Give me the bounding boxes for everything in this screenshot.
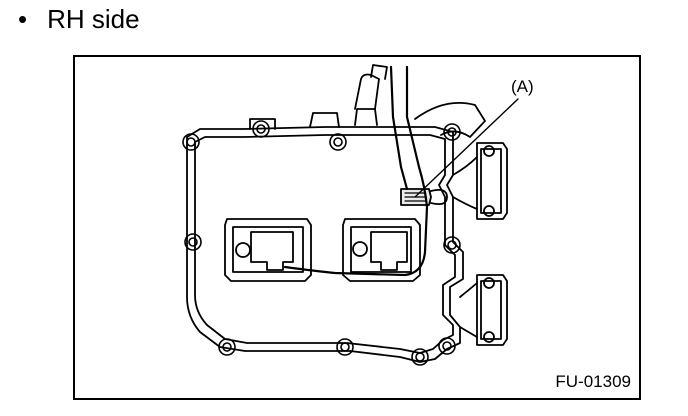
top-hose [414, 102, 486, 138]
cover-outline [186, 126, 464, 363]
throttle-body-upper-inner [480, 148, 502, 214]
callout-label-a: (A) [511, 77, 534, 96]
bolt-holes [182, 120, 461, 366]
throttle-body-lower [476, 274, 508, 346]
upper-tab-3 [354, 108, 378, 126]
right-coil-connector [370, 231, 408, 271]
section-heading: • RH side [18, 2, 140, 36]
right-coil-bolt [352, 241, 368, 257]
sensor-a-body [430, 188, 448, 206]
left-coil-connector [250, 231, 294, 271]
runner-lower [459, 282, 478, 298]
runner-lower-2 [459, 326, 478, 338]
top-pipe-cap [370, 64, 388, 80]
wire-harness-2 [389, 65, 409, 191]
callout-leader-line [414, 98, 519, 198]
left-coil-recess [224, 218, 312, 282]
left-coil-bolt [235, 242, 251, 258]
wire-harness [283, 65, 429, 277]
right-coil-recess [342, 218, 421, 282]
diagram-figure: (A) FU-01309 [73, 55, 641, 400]
bullet-dot-icon: • [18, 4, 28, 34]
cover-inner-outline [194, 134, 456, 354]
right-coil-recess-inner [350, 226, 412, 273]
heading-text: RH side [47, 4, 140, 34]
left-coil-recess-inner [232, 226, 304, 273]
runner-upper-2 [452, 196, 478, 210]
engine-rh-side-drawing [182, 64, 519, 366]
upper-tab-2 [309, 112, 340, 128]
throttle-body-lower-inner [480, 280, 502, 340]
runner-upper [452, 156, 478, 176]
upper-tab [249, 118, 276, 130]
top-pipe-left [354, 73, 380, 110]
figure-id-label: FU-01309 [555, 372, 631, 391]
throttle-body-upper [476, 142, 508, 220]
